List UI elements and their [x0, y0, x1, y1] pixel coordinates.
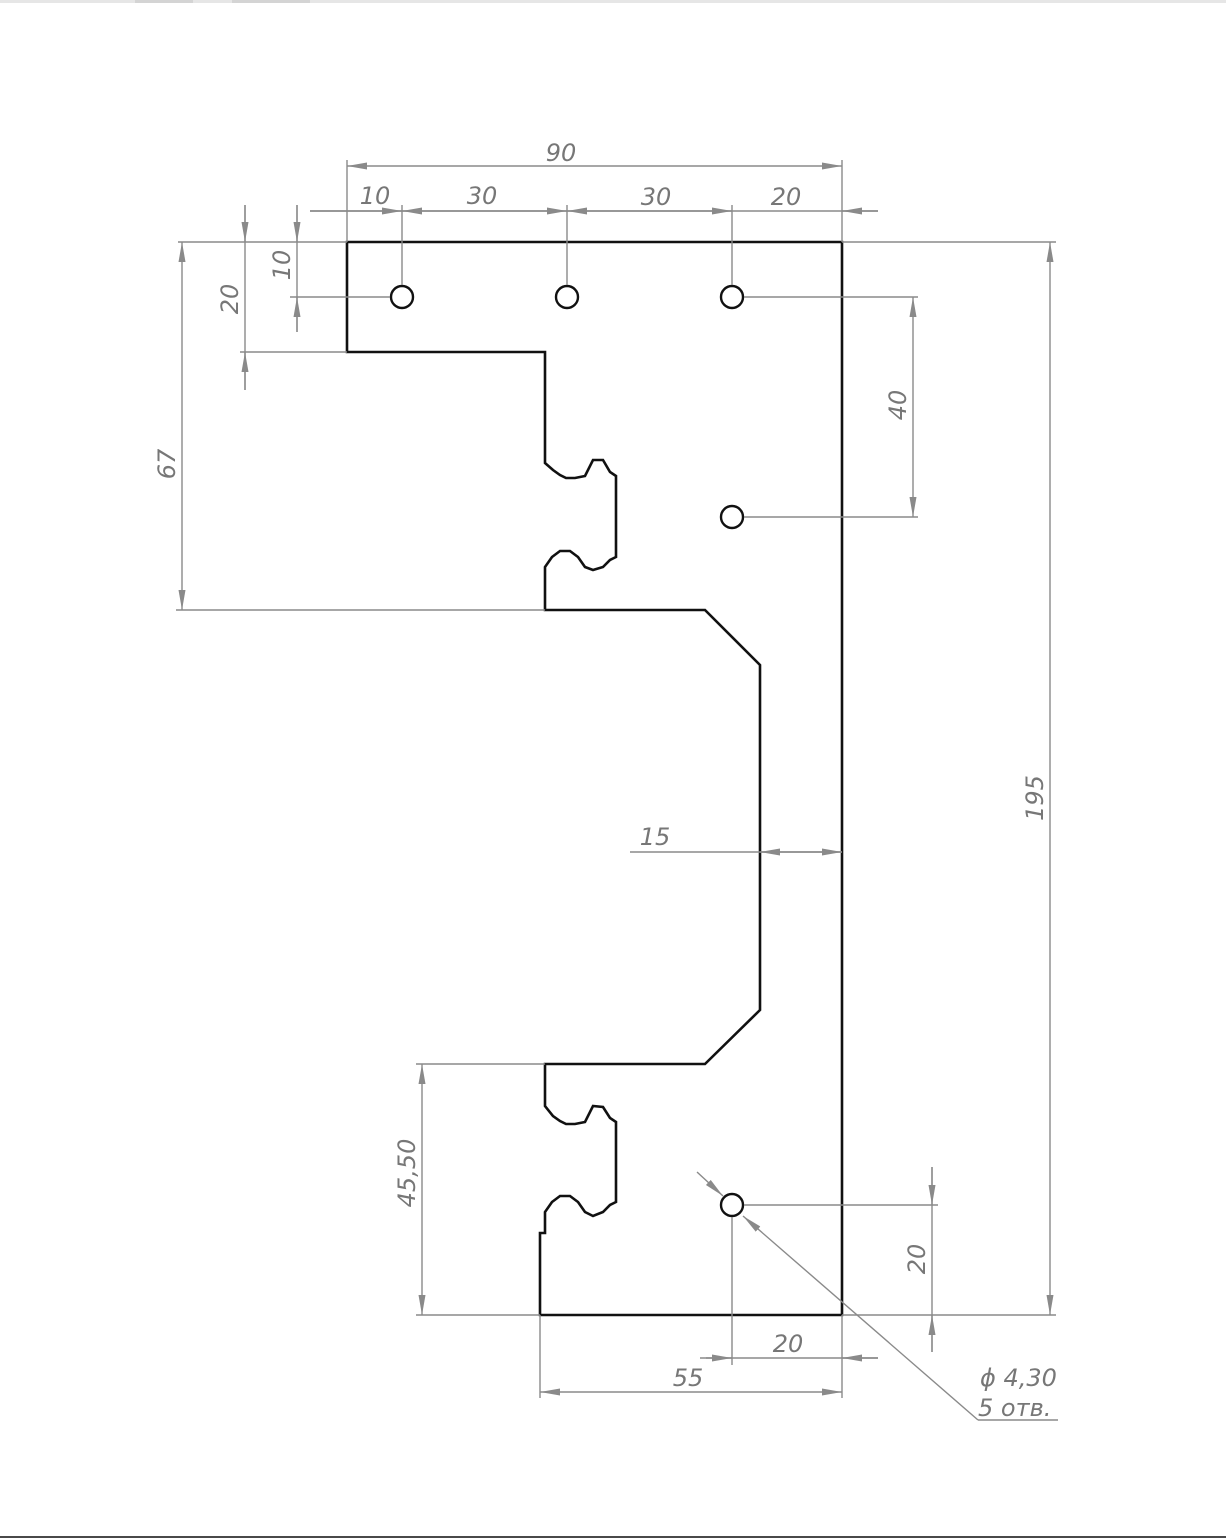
- dim-text-hole-pitch-2: 30: [641, 183, 672, 211]
- mounting-hole: [719, 1192, 745, 1218]
- dim-text-hole-offset-left: 10: [360, 182, 391, 210]
- dimension-lines: [178, 162, 1058, 1421]
- mounting-hole: [554, 284, 580, 310]
- top-border-segment: [232, 0, 310, 3]
- bottom-border: [0, 1536, 1226, 1538]
- mounting-hole: [719, 284, 745, 310]
- hole-callout-diameter: ϕ 4,30: [980, 1364, 1057, 1392]
- mounting-hole: [389, 284, 415, 310]
- dim-text-hole-pitch-1: 30: [467, 182, 498, 210]
- dim-text-overall-height: 195: [1021, 775, 1049, 821]
- dim-text-step-height: 67: [153, 448, 181, 479]
- dim-text-hole-vertical-spacing: 40: [884, 390, 912, 421]
- top-border-segment: [135, 0, 193, 3]
- dim-text-bottom-width: 55: [673, 1364, 704, 1392]
- dim-text-lower-step-height: 45,50: [393, 1139, 421, 1208]
- dim-text-hole-offset-top: 10: [268, 250, 296, 281]
- part-outline: [345, 240, 844, 1317]
- dim-text-web-thickness: 15: [640, 823, 671, 851]
- hole-callout-count: 5 отв.: [978, 1394, 1051, 1422]
- extension-lines: [176, 160, 1056, 1398]
- dim-text-notch-depth: 20: [216, 284, 244, 315]
- hole-callout-leader: [696, 1171, 724, 1197]
- dim-text-bottom-hole-offset-right: 20: [773, 1330, 804, 1358]
- dim-text-overall-width: 90: [546, 139, 577, 167]
- mounting-hole: [719, 504, 745, 530]
- top-border: [0, 0, 1226, 3]
- dim-text-right-margin-top: 20: [771, 183, 802, 211]
- dim-text-bottom-hole-height: 20: [903, 1244, 931, 1275]
